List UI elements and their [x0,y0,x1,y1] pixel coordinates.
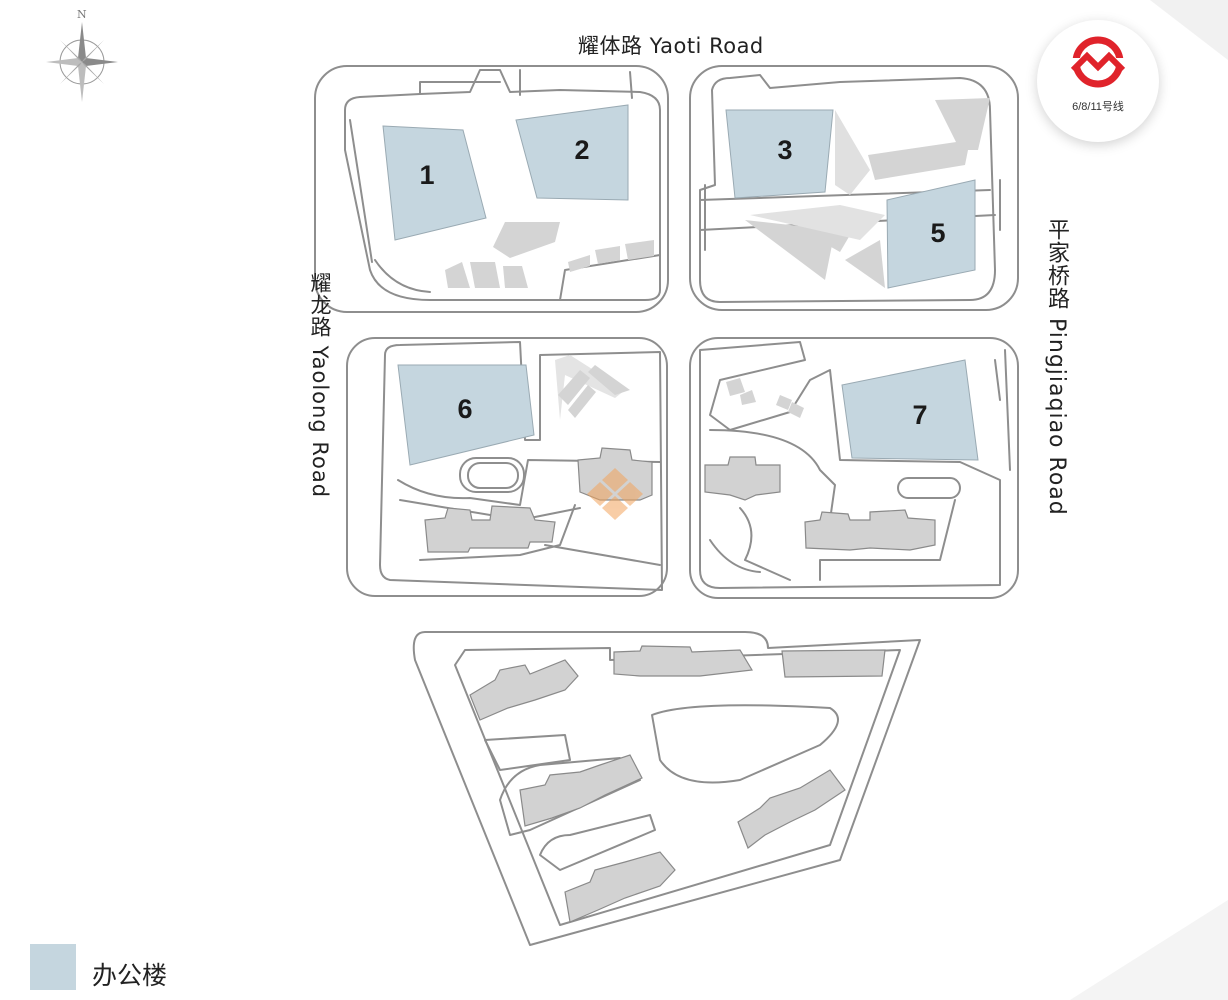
plaza-block-b [835,110,870,195]
residential-building [613,645,753,677]
building-number-7: 7 [912,400,927,430]
oval-planter [467,462,519,489]
shanghai-metro-logo-icon [1070,36,1126,88]
residential-building [781,649,886,678]
block-a-outer [314,65,669,313]
road-label-pingjiaqiao: 平家桥路 Pingjiaqiao Road [1044,218,1069,516]
office-building-5 [886,179,976,289]
road-label-yaoti: 耀体路 Yaoti Road [578,34,764,58]
block-e-outer [412,631,921,946]
metro-lines-label: 6/8/11号线 [1072,101,1124,113]
corner-decoration [1150,0,1228,60]
residential-building [737,769,846,849]
building-number-1: 1 [419,160,434,190]
corner-decoration-bottom [1070,900,1228,1000]
residential-building [704,456,781,501]
road-label-yaolong: 耀龙路 Yaolong Road [308,272,332,499]
compass-rose-icon [46,22,118,102]
plaza-block-a [493,222,560,258]
block-a [314,65,669,313]
residential-building [519,754,643,827]
block-c-outer [346,337,668,597]
residential-building [804,509,936,551]
block-a-inner [344,69,661,301]
watermark-logo [587,468,643,520]
compass-north-label: N [77,8,87,21]
residential-building [424,505,556,553]
block-d [689,337,1019,599]
building-number-3: 3 [777,135,792,165]
building-number-5: 5 [930,218,945,248]
residential-building [564,851,676,923]
office-building-6 [397,364,535,466]
block-d-outer [689,337,1019,599]
metro-badge: 6/8/11号线 [1037,20,1159,142]
legend-office-swatch [30,944,76,990]
legend-office-label: 办公楼 [92,961,168,990]
office-building-2 [515,104,629,201]
block-e [412,631,921,946]
building-number-2: 2 [574,135,589,165]
block-c [346,337,668,597]
office-building-3 [725,109,834,199]
block-b-outer [689,65,1019,311]
residential-building [469,659,579,721]
block-b-inner [699,74,996,303]
office-building-1 [382,125,487,241]
building-number-6: 6 [457,394,472,424]
plaza-block-c [555,355,625,420]
office-building-7 [841,359,979,461]
